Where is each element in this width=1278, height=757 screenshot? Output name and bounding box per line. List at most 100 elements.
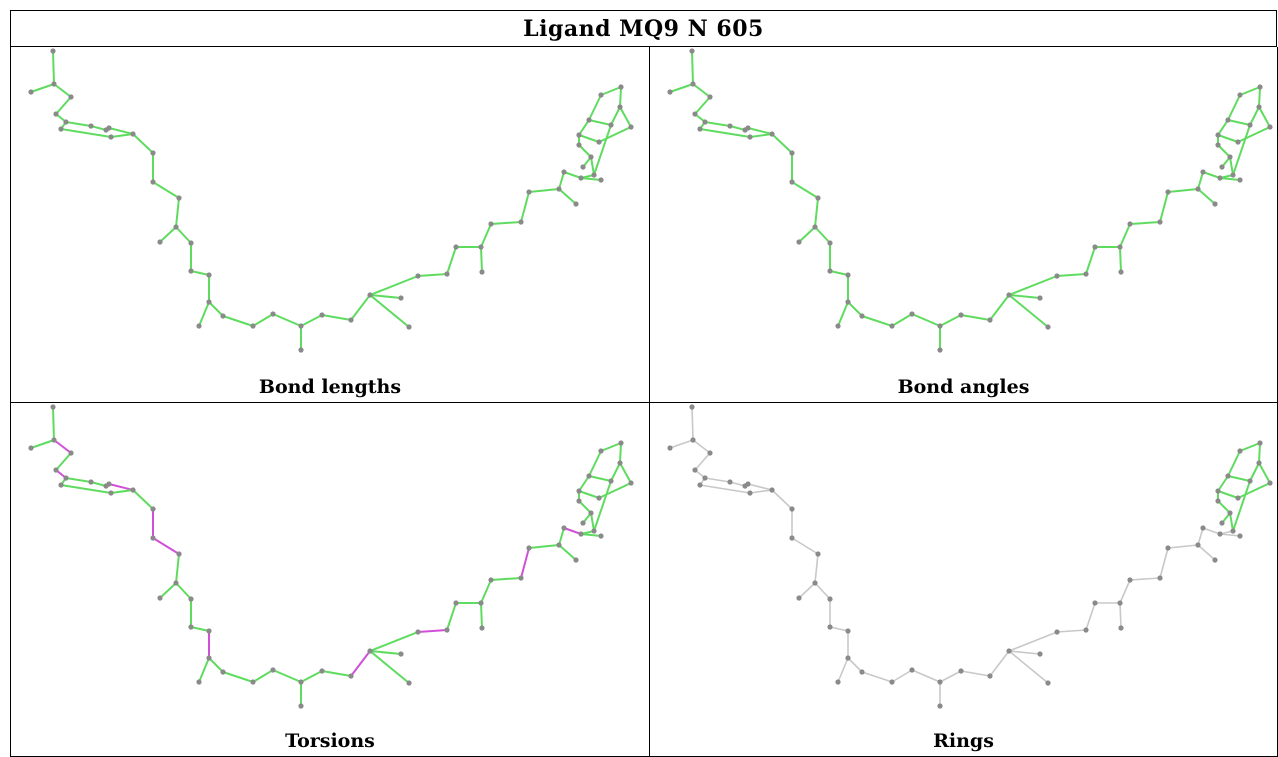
bond [563, 171, 582, 179]
bond [446, 602, 457, 631]
atom [298, 703, 304, 709]
bond [175, 582, 192, 600]
bond [1258, 462, 1271, 484]
bond [222, 671, 254, 683]
atom [1227, 510, 1233, 516]
atom [188, 596, 194, 602]
bond [369, 631, 419, 652]
atom [1219, 164, 1225, 170]
bond [692, 439, 711, 454]
atom [150, 506, 156, 512]
atom [398, 295, 404, 301]
bond [1008, 650, 1049, 684]
bond [490, 577, 522, 581]
atom [1219, 520, 1225, 526]
bond [749, 133, 773, 138]
atom [53, 467, 59, 473]
bond [1229, 512, 1234, 532]
bond [190, 270, 210, 276]
bond [798, 582, 816, 599]
atom [958, 668, 964, 674]
atom [598, 92, 604, 98]
bond [598, 126, 632, 143]
atom [406, 324, 412, 330]
atom [578, 531, 584, 537]
atom [1267, 124, 1273, 130]
atom [556, 186, 562, 192]
atom [1200, 169, 1206, 175]
atom [1117, 600, 1123, 606]
bond [814, 197, 819, 228]
atom [1118, 625, 1124, 631]
bond [528, 188, 560, 193]
bond [771, 133, 793, 154]
atom [1215, 498, 1221, 504]
bond [694, 96, 711, 115]
atom [444, 627, 450, 633]
bond [321, 670, 352, 677]
bond [590, 512, 595, 532]
atom [206, 628, 212, 634]
atom [367, 648, 373, 654]
bond [1237, 126, 1271, 143]
atom [598, 448, 604, 454]
bond [588, 119, 612, 126]
bond [520, 547, 530, 579]
bond [108, 483, 134, 491]
atom [130, 487, 136, 493]
atom [1215, 132, 1221, 138]
molecule-view-torsions [28, 404, 634, 709]
atom [1045, 680, 1051, 686]
bond [1085, 602, 1096, 631]
bond [152, 181, 180, 199]
bond [1258, 106, 1271, 128]
bond [598, 482, 632, 499]
bond [989, 650, 1010, 677]
bond [590, 156, 595, 176]
atom [812, 580, 818, 586]
atom [1195, 186, 1201, 192]
bond [861, 315, 893, 327]
atom [108, 134, 114, 140]
bond [563, 527, 582, 535]
atom [28, 89, 34, 95]
atom [573, 557, 579, 563]
atom [206, 655, 212, 661]
atom [1195, 542, 1201, 548]
bond [747, 483, 773, 491]
bond [1197, 527, 1204, 546]
atom [50, 48, 56, 54]
atom [453, 600, 459, 606]
atom [1230, 172, 1236, 178]
validation-figure: Ligand MQ9 N 605 Bond lengths Bond angle… [10, 10, 1278, 757]
atom [88, 479, 94, 485]
atom [576, 132, 582, 138]
bond [369, 294, 410, 328]
atom [789, 150, 795, 156]
atom [526, 545, 532, 551]
atom [526, 189, 532, 195]
bond [593, 124, 612, 176]
bond [814, 226, 831, 244]
atom [769, 487, 775, 493]
atom [789, 535, 795, 541]
atom [518, 219, 524, 225]
atom [707, 94, 713, 100]
bond [960, 314, 991, 321]
bond [321, 314, 352, 321]
bond [610, 106, 621, 126]
atom [1083, 627, 1089, 633]
atom [588, 510, 594, 516]
atom [845, 272, 851, 278]
bond [891, 669, 913, 683]
panel-bond-lengths: Bond lengths [10, 47, 649, 403]
bond [911, 313, 941, 327]
atom [586, 473, 592, 479]
bond [694, 452, 711, 471]
atom [50, 404, 56, 410]
bond [132, 133, 154, 154]
bond [578, 134, 600, 143]
atom [727, 479, 733, 485]
bond [600, 442, 622, 452]
bond [175, 226, 192, 244]
